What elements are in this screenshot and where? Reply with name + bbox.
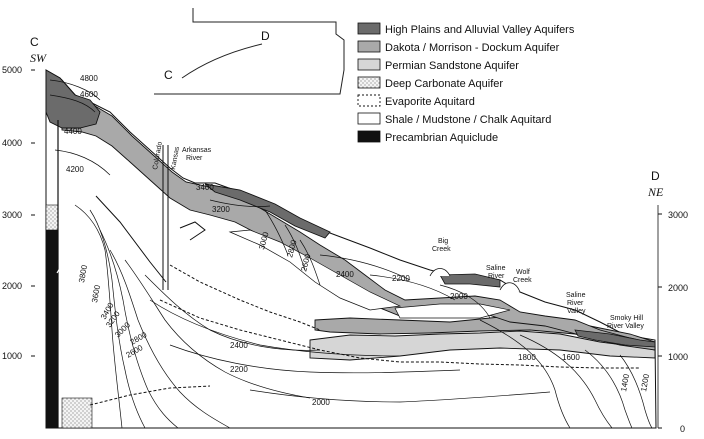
contour-2200: 2200	[392, 274, 410, 283]
contour-right-1400: 1400	[619, 373, 631, 393]
evaporite-deep-boundary	[89, 385, 211, 406]
section-body	[45, 69, 657, 429]
right-elevation-axis: 3000 2000 1000 0	[657, 205, 688, 434]
contour-left-3600: 3600	[90, 284, 102, 304]
label-wolf-2: Creek	[513, 277, 532, 284]
right-tick-2000: 2000	[668, 283, 688, 293]
left-tick-2000: 2000	[2, 281, 22, 291]
carbonate-left-patch	[45, 204, 59, 231]
contour-4600: 4600	[80, 90, 98, 99]
high-plains-aquifer	[45, 69, 101, 129]
section-letter-c: C	[30, 35, 39, 49]
alluvial-lower-patch	[439, 273, 501, 288]
legend-label-carbonate: Deep Carbonate Aquifer	[385, 78, 503, 90]
contour-4400: 4400	[64, 127, 82, 136]
contour-3200-top: 3200	[212, 205, 230, 214]
label-saline-valley-2: River	[567, 300, 584, 307]
contour-3400-top: 3400	[196, 183, 214, 192]
fault-ramp	[95, 195, 167, 283]
label-wolf-1: Wolf	[516, 269, 530, 276]
legend-swatch-permian	[357, 58, 381, 71]
contour-bottom-2400: 2400	[230, 341, 248, 350]
right-tick-1000: 1000	[668, 352, 688, 362]
carbonate-bottom-patch	[61, 397, 93, 429]
label-saline-1: Saline	[486, 265, 506, 272]
label-arkansas-2: River	[186, 155, 203, 162]
left-tick-3000: 3000	[2, 210, 22, 220]
label-smoky-1: Smoky Hill	[610, 315, 644, 322]
legend-swatch-evaporite	[357, 94, 381, 107]
section-letter-d: D	[651, 169, 660, 183]
contour-left-3800: 3800	[77, 264, 89, 284]
potentiometric-contours	[49, 79, 653, 429]
shale-wedge-2	[394, 303, 511, 319]
right-tick-0: 0	[680, 424, 685, 434]
legend-label-high-plains: High Plains and Alluvial Valley Aquifers	[385, 24, 575, 36]
label-kansas: Kansas	[170, 146, 181, 171]
legend-swatch-carbonate	[357, 76, 381, 89]
legend-swatch-dakota	[357, 40, 381, 53]
contour-2000: 2000	[450, 292, 468, 301]
legend-label-precambrian: Precambrian Aquiclude	[385, 132, 498, 144]
fault-arrow-down	[61, 275, 69, 297]
section-direction-sw: SW	[30, 51, 47, 65]
evaporite-top-boundary	[169, 264, 321, 331]
contour-bottom-2000: 2000	[312, 398, 330, 407]
contour-4200: 4200	[66, 165, 84, 174]
contour-bottom-2200: 2200	[230, 365, 248, 374]
inset-map: C D	[154, 8, 345, 95]
inset-section-line	[181, 43, 263, 79]
label-colorado: Colorado	[152, 141, 164, 170]
left-tick-1000: 1000	[2, 351, 22, 361]
right-tick-3000: 3000	[668, 210, 688, 220]
inset-kansas-outline	[192, 8, 345, 95]
inset-letter-d: D	[261, 29, 270, 43]
left-tick-4000: 4000	[2, 138, 22, 148]
label-big-creek-1: Big	[438, 238, 448, 245]
left-tick-5000: 5000	[2, 65, 22, 75]
contour-2400: 2400	[336, 270, 354, 279]
legend-swatch-precambrian	[357, 130, 381, 143]
legend-swatch-high-plains	[357, 22, 381, 35]
evaporite-bottom-boundary	[159, 299, 640, 369]
label-saline-valley-1: Saline	[566, 292, 586, 299]
legend-label-dakota: Dakota / Morrison - Dockum Aquifer	[385, 42, 560, 54]
legend-label-shale: Shale / Mudstone / Chalk Aquitard	[385, 114, 551, 126]
label-saline-valley-3: Valley	[567, 308, 586, 315]
contour-right-1200: 1200	[639, 373, 651, 393]
legend-swatch-shale	[357, 112, 381, 125]
legend-label-permian: Permian Sandstone Aquifer	[385, 60, 519, 72]
left-elevation-axis: 5000 4000 3000 2000 1000	[2, 65, 35, 361]
fault-ramp-2	[179, 221, 206, 241]
big-creek-bump	[429, 268, 451, 277]
label-arkansas-1: Arkansas	[182, 147, 212, 154]
precambrian-column	[46, 230, 58, 428]
label-saline-2: River	[488, 273, 505, 280]
contour-right-1800: 1800	[518, 353, 536, 362]
saline-bump	[499, 282, 521, 293]
alluvial-upper-ridge	[204, 183, 331, 239]
label-smoky-2: River Valley	[607, 323, 644, 330]
fault-arrow-up	[56, 266, 64, 290]
contour-4800: 4800	[80, 74, 98, 83]
geologic-section	[45, 69, 657, 429]
inset-letter-c: C	[164, 68, 173, 82]
legend: High Plains and Alluvial Valley Aquifers…	[357, 22, 575, 144]
alluvial-right-patch	[574, 329, 656, 348]
label-big-creek-2: Creek	[432, 246, 451, 253]
legend-label-evaporite: Evaporite Aquitard	[385, 96, 475, 108]
place-labels: Colorado Kansas Arkansas River Big Creek…	[152, 141, 644, 330]
contour-right-1600: 1600	[562, 353, 580, 362]
section-direction-ne: NE	[647, 185, 664, 199]
